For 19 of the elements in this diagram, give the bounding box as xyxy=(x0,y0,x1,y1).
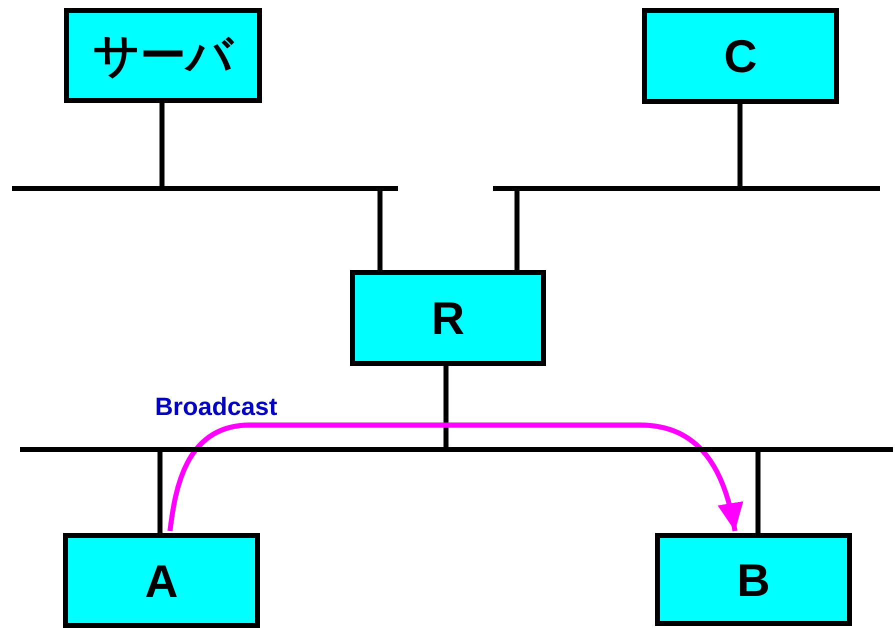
connector-line xyxy=(378,191,382,270)
device-box xyxy=(63,533,260,628)
device-label: R xyxy=(431,291,465,345)
edge-label: Broadcast xyxy=(155,393,278,422)
device-label: C xyxy=(724,29,758,83)
arrow xyxy=(168,422,743,532)
device-label: サーバ xyxy=(93,28,233,82)
connector-line xyxy=(158,452,162,533)
connector-line xyxy=(514,191,520,270)
connector-line xyxy=(444,366,448,447)
device-box xyxy=(64,8,262,103)
device-box xyxy=(642,8,839,104)
device-label: B xyxy=(736,552,770,606)
device-box xyxy=(655,533,852,626)
connector-line xyxy=(160,103,164,186)
device-box xyxy=(350,270,546,366)
connector-line xyxy=(756,452,760,533)
device-label: A xyxy=(144,554,178,608)
connector-line xyxy=(738,104,742,186)
